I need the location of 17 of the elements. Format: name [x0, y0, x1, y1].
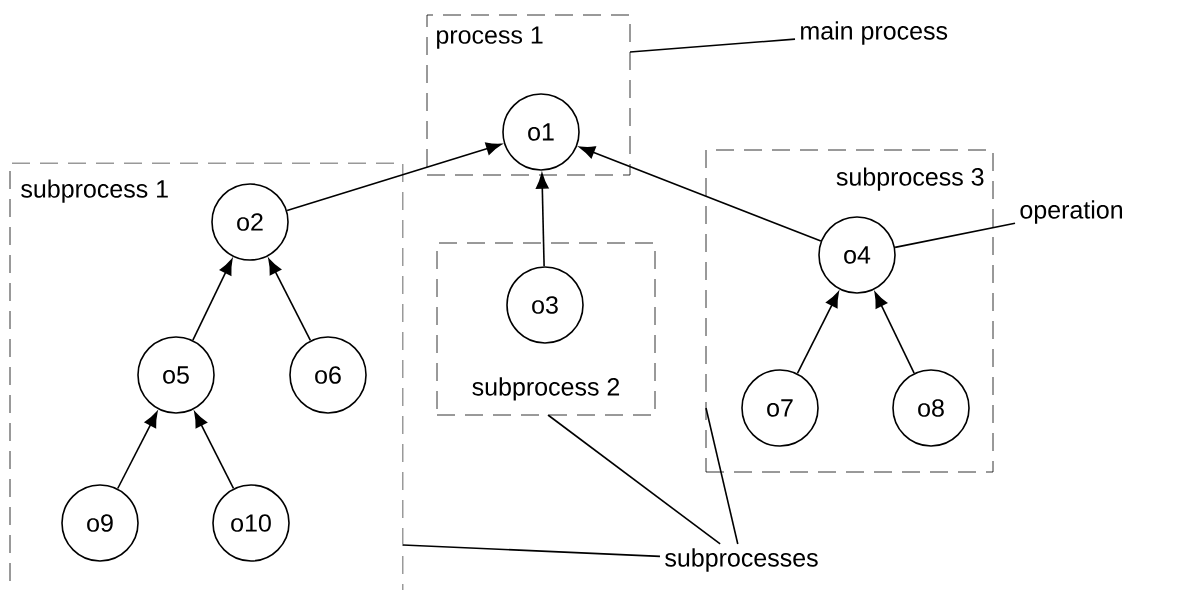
arrow	[286, 142, 502, 212]
callout-text: subprocesses	[665, 548, 818, 572]
arrow	[194, 411, 235, 490]
callout-text: main process	[801, 21, 948, 45]
arrow	[192, 259, 233, 341]
arrow	[579, 146, 822, 242]
arrow	[535, 173, 549, 268]
arrow	[116, 411, 158, 490]
arrow	[874, 292, 915, 374]
arrow	[268, 258, 312, 342]
leader-line	[894, 222, 1016, 249]
leader-line	[629, 38, 796, 53]
leader-line	[402, 544, 661, 558]
arrow	[796, 291, 839, 375]
leader-line	[705, 407, 739, 545]
leader-line	[547, 414, 721, 545]
callout-text: operation	[1020, 200, 1122, 224]
